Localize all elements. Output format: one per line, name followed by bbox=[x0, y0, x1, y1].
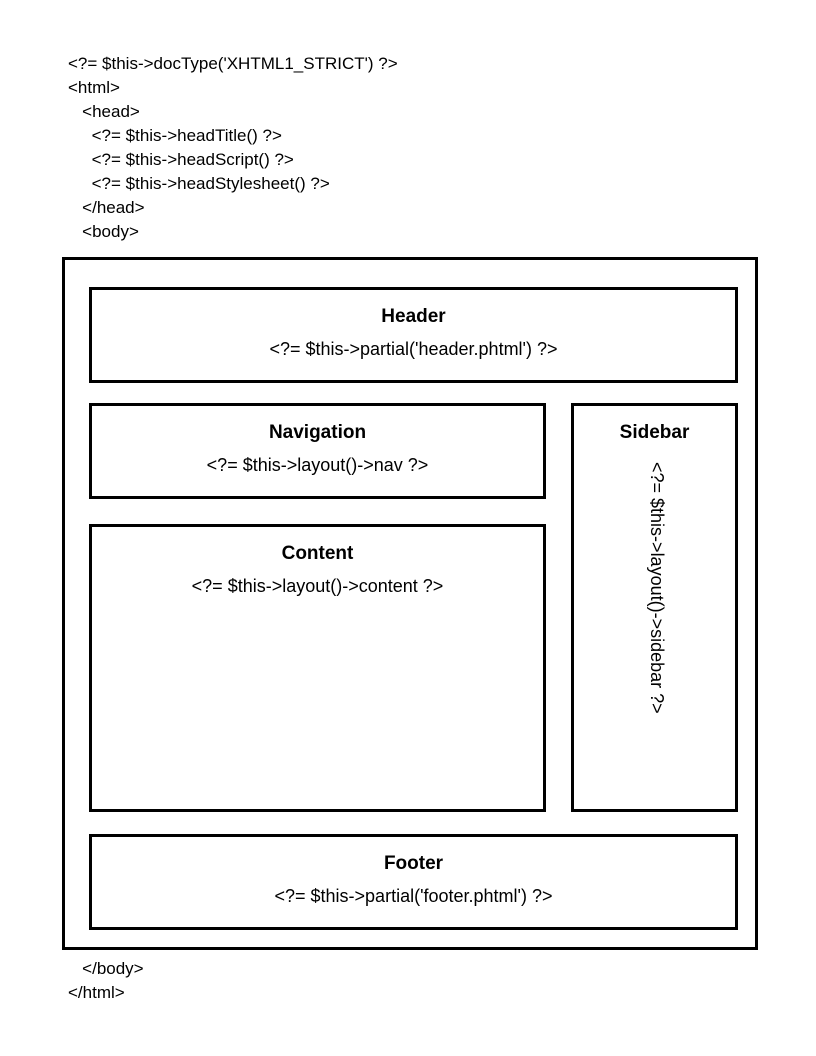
region-navigation: Navigation <?= $this->layout()->nav ?> bbox=[89, 403, 546, 499]
region-header-code: <?= $this->partial('header.phtml') ?> bbox=[269, 339, 558, 359]
region-navigation-code: <?= $this->layout()->nav ?> bbox=[206, 455, 429, 475]
region-sidebar-code: <?= $this->layout()->sidebar ?> bbox=[646, 462, 667, 714]
region-content-title: Content bbox=[281, 543, 354, 564]
region-footer: Footer <?= $this->partial('footer.phtml'… bbox=[89, 834, 738, 930]
region-sidebar: Sidebar <?= $this->layout()->sidebar ?> bbox=[571, 403, 738, 812]
region-footer-code: <?= $this->partial('footer.phtml') ?> bbox=[274, 886, 553, 906]
region-content-code: <?= $this->layout()->content ?> bbox=[191, 576, 444, 596]
code-listing-top: <?= $this->docType('XHTML1_STRICT') ?> <… bbox=[68, 54, 398, 241]
region-footer-title: Footer bbox=[383, 853, 444, 874]
region-header: Header <?= $this->partial('header.phtml'… bbox=[89, 287, 738, 383]
layout-frame: Header <?= $this->partial('header.phtml'… bbox=[62, 257, 758, 950]
region-sidebar-title: Sidebar bbox=[619, 422, 690, 443]
code-listing-bottom: </body> </html> bbox=[68, 959, 144, 1002]
region-sidebar-code-wrap: <?= $this->layout()->sidebar ?> bbox=[574, 462, 735, 810]
region-header-title: Header bbox=[381, 306, 446, 327]
region-navigation-title: Navigation bbox=[268, 422, 367, 443]
region-content: Content <?= $this->layout()->content ?> bbox=[89, 524, 546, 812]
